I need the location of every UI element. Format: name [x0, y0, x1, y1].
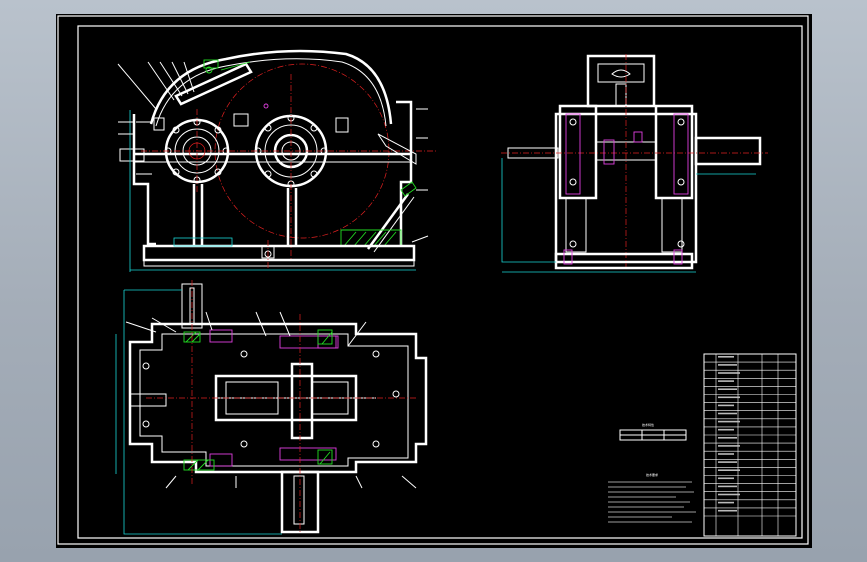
- title-block-cell-text: [718, 404, 734, 407]
- parts-list-title-block: [703, 353, 797, 537]
- notes-title: 技术要求: [646, 472, 658, 477]
- title-block-cell-text: [718, 356, 734, 358]
- title-block-cell-text: [718, 509, 737, 512]
- top-section-view: [115, 280, 428, 535]
- title-block-cell-text: [718, 461, 737, 463]
- technical-notes: 技术要求: [608, 472, 696, 523]
- title-block-cell-text: [718, 420, 740, 423]
- title-block-cell-text: [718, 372, 740, 374]
- side-view: [501, 54, 768, 273]
- cad-drawing-canvas: 技术特性 技术要求: [57, 15, 809, 545]
- front-view: [117, 49, 436, 272]
- spec-table: 技术特性: [619, 422, 687, 441]
- title-block-cell-text: [718, 396, 740, 399]
- cad-drawing-viewport[interactable]: 技术特性 技术要求: [56, 14, 812, 548]
- title-block-cell-text: [718, 485, 737, 488]
- title-block-cell-text: [718, 477, 734, 480]
- title-block-cell-text: [718, 388, 737, 390]
- title-block-cell-text: [718, 469, 740, 471]
- title-block-cell-text: [718, 428, 734, 431]
- title-block-cell-text: [718, 380, 734, 382]
- title-block-cell-text: [718, 493, 740, 496]
- spec-title: 技术特性: [642, 422, 654, 427]
- title-block-cell-text: [718, 445, 740, 447]
- title-block-cell-text: [718, 501, 734, 504]
- drawing-outer-frame: [57, 15, 809, 545]
- drawing-inner-frame: [77, 25, 803, 539]
- title-block-cell-text: [718, 453, 734, 455]
- title-block-cell-text: [718, 412, 737, 415]
- title-block-cell-text: [718, 364, 737, 366]
- title-block-cell-text: [718, 437, 737, 439]
- notes-lines: [608, 481, 696, 523]
